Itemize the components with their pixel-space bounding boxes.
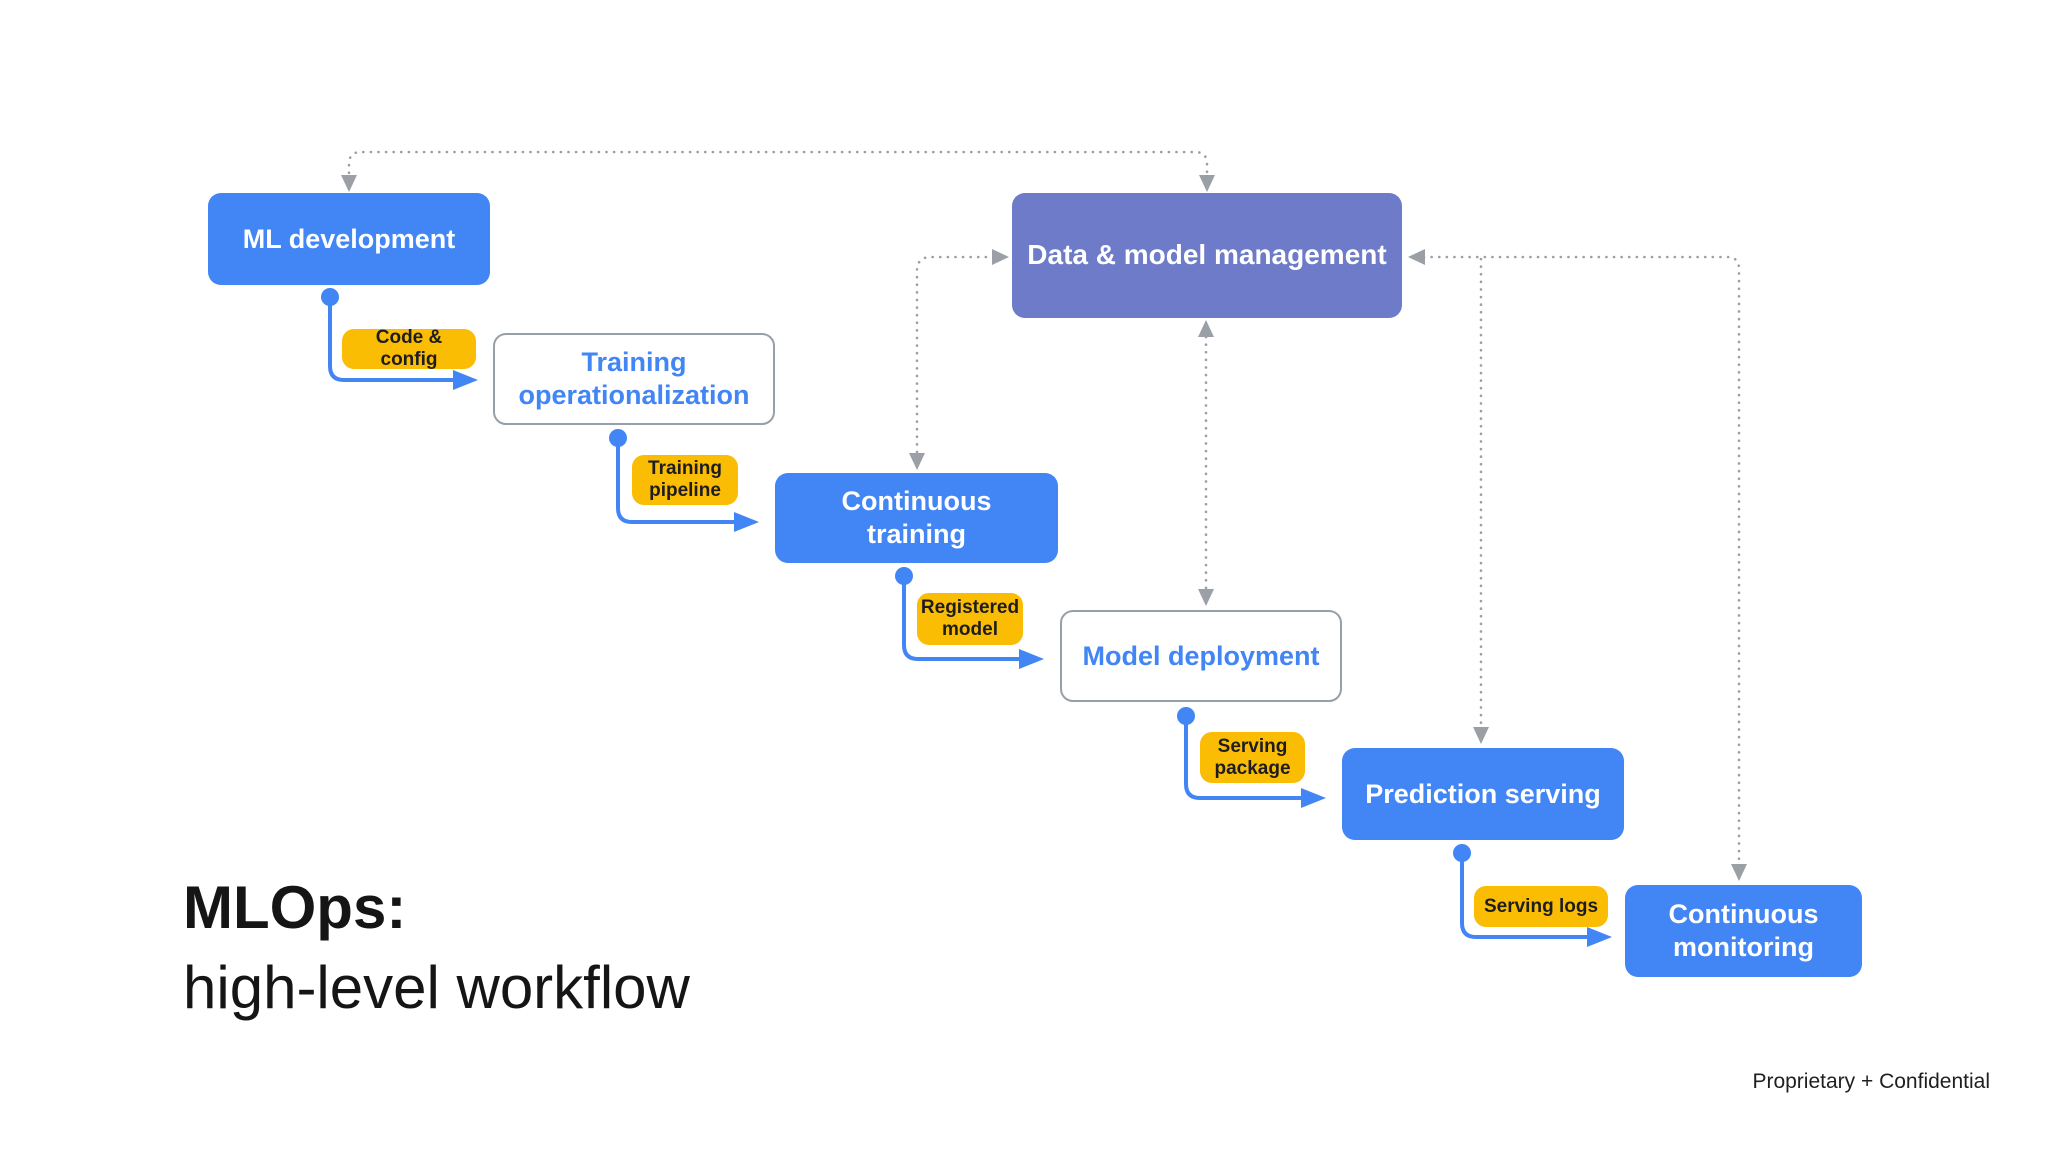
dotted-link-mldev-dmm [347, 150, 1209, 190]
slide-title-line2: high-level workflow [183, 954, 690, 1021]
gray-arrowhead-into-dmm-right [1408, 249, 1425, 265]
connector-ct-md [902, 576, 1020, 661]
blue-arrowhead-into-ct [734, 512, 759, 532]
gray-arrowhead-into-mldev-top [341, 175, 357, 192]
node-prediction-serving: Prediction serving [1342, 748, 1624, 840]
connector-origin-dot-md [1177, 707, 1195, 725]
connector-origin-dot-ps [1453, 844, 1471, 862]
node-ml-development: ML development [208, 193, 490, 285]
blue-arrowhead-into-md [1019, 649, 1044, 669]
slide-title: MLOps: high-level workflow [183, 868, 690, 1028]
gray-arrowhead-into-dmm-top [1199, 175, 1215, 192]
chip-registered-model: Registered model [917, 593, 1023, 645]
node-data-model-management: Data & model management [1012, 193, 1402, 318]
blue-arrowhead-into-trainop [453, 370, 478, 390]
gray-arrowhead-into-ps-top [1473, 727, 1489, 744]
node-model-deployment: Model deployment [1060, 610, 1342, 702]
connector-mldev-trainop [328, 297, 454, 382]
connector-trainop-ct [616, 438, 735, 524]
blue-arrowhead-into-ps [1301, 788, 1326, 808]
gray-arrowhead-into-md-top [1198, 589, 1214, 606]
gray-arrowhead-into-dmm-left [992, 249, 1009, 265]
connector-origin-dot-ct [895, 567, 913, 585]
connector-origin-dot-trainop [609, 429, 627, 447]
dotted-link-ct-dmm [915, 255, 994, 454]
dotted-link-ps-dmm [1422, 255, 1741, 865]
chip-training-pipeline: Training pipeline [632, 455, 738, 505]
chip-serving-logs: Serving logs [1474, 886, 1608, 927]
confidentiality-footer: Proprietary + Confidential [1752, 1070, 1990, 1093]
slide-title-line1: MLOps: [183, 874, 407, 941]
node-continuous-training: Continuous training [775, 473, 1058, 563]
gray-arrowhead-into-dmm-bottom [1198, 320, 1214, 337]
connector-origin-dot-mldev [321, 288, 339, 306]
blue-arrowhead-into-cm [1587, 927, 1612, 947]
node-continuous-monitoring: Continuous monitoring [1625, 885, 1862, 977]
chip-serving-package: Serving package [1200, 732, 1305, 783]
gray-arrowhead-into-cm-top [1731, 864, 1747, 881]
chip-code-config: Code & config [342, 327, 476, 370]
node-training-operationalization: Training operationalization [493, 333, 775, 425]
gray-arrowhead-into-ct-top [909, 453, 925, 470]
connector-md-ps [1184, 716, 1302, 800]
connector-ps-cm [1460, 853, 1588, 939]
